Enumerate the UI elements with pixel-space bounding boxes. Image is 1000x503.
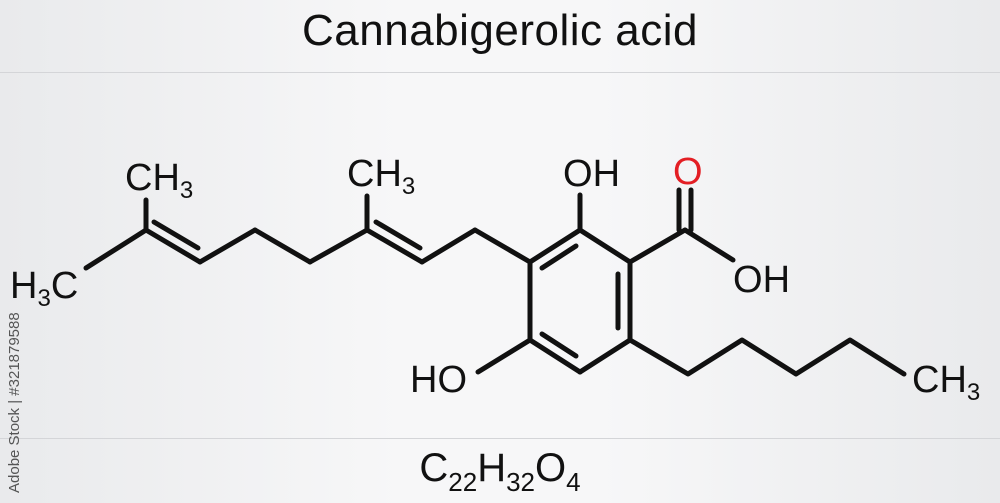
oh-bottom-bond bbox=[475, 337, 533, 375]
ring-bond bbox=[577, 227, 633, 265]
chain-double-bond bbox=[364, 227, 425, 265]
chain-bond bbox=[197, 227, 258, 265]
ring-double-bond bbox=[539, 331, 579, 359]
ring-bond bbox=[527, 337, 583, 375]
terminal-methyl-bond bbox=[83, 227, 149, 271]
chain-bond bbox=[252, 227, 313, 265]
chain-bond bbox=[307, 227, 370, 265]
carbonyl-oxygen: O bbox=[673, 151, 703, 193]
compound-title: Cannabigerolic acid bbox=[302, 6, 698, 55]
bottom-divider bbox=[0, 438, 1000, 439]
chain-bond bbox=[419, 227, 478, 265]
oh-top: OH bbox=[563, 153, 620, 195]
ring-double-bond bbox=[539, 243, 579, 271]
acid-oh-bond bbox=[682, 227, 736, 263]
stock-watermark: Adobe Stock | #321879588 bbox=[6, 312, 23, 493]
ch3-branch: CH3 bbox=[347, 153, 415, 200]
acid-bond bbox=[627, 227, 688, 265]
pentyl-chain bbox=[627, 337, 907, 377]
acid-oh: OH bbox=[733, 259, 790, 301]
terminal-double-bond bbox=[143, 227, 203, 265]
ch3-pentyl: CH3 bbox=[912, 359, 980, 406]
ring-bond bbox=[527, 227, 583, 265]
ch3-terminal-top: CH3 bbox=[125, 157, 193, 204]
h3c-terminal-left: H3C bbox=[10, 265, 78, 312]
terminal-double-bond bbox=[151, 219, 201, 251]
bond-lines bbox=[83, 187, 907, 377]
molecular-formula: C22H32O4 bbox=[419, 446, 581, 497]
ring-bond bbox=[577, 337, 633, 375]
chain-bond bbox=[472, 227, 533, 265]
chain-double-bond bbox=[373, 219, 423, 251]
oh-bottom: HO bbox=[410, 359, 467, 401]
top-divider bbox=[0, 72, 1000, 73]
